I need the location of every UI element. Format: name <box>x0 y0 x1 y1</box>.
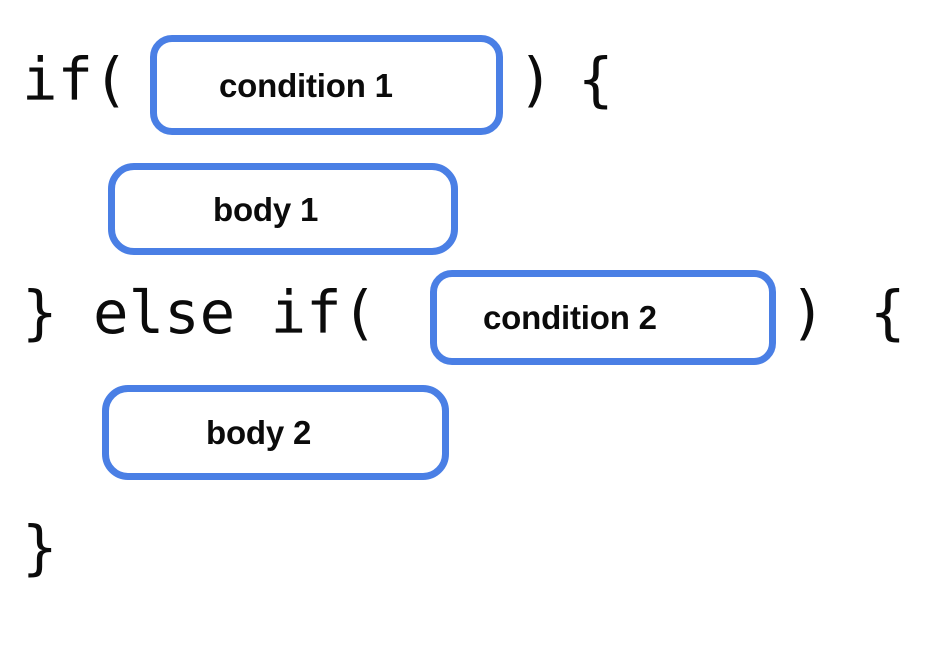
code-token-open-brace-2: { <box>870 278 906 347</box>
slot-body-1-label: body 1 <box>213 190 319 228</box>
slot-condition-1[interactable]: condition 1 <box>150 35 503 135</box>
slot-body-1[interactable]: body 1 <box>108 163 458 255</box>
code-token-else-if: } else if( <box>22 278 378 347</box>
slot-condition-1-label: condition 1 <box>219 66 393 104</box>
code-token-open-brace-1: { <box>578 45 614 114</box>
slot-condition-2[interactable]: condition 2 <box>430 270 776 365</box>
code-token-close-paren-1: ) <box>518 45 554 114</box>
slot-body-2[interactable]: body 2 <box>102 385 449 480</box>
code-token-close-paren-2: ) <box>790 278 826 347</box>
slot-condition-2-label: condition 2 <box>483 299 657 336</box>
slot-body-2-label: body 2 <box>206 414 312 451</box>
code-token-close-brace-final: } <box>22 513 58 582</box>
code-token-if-open: if( <box>22 45 129 114</box>
